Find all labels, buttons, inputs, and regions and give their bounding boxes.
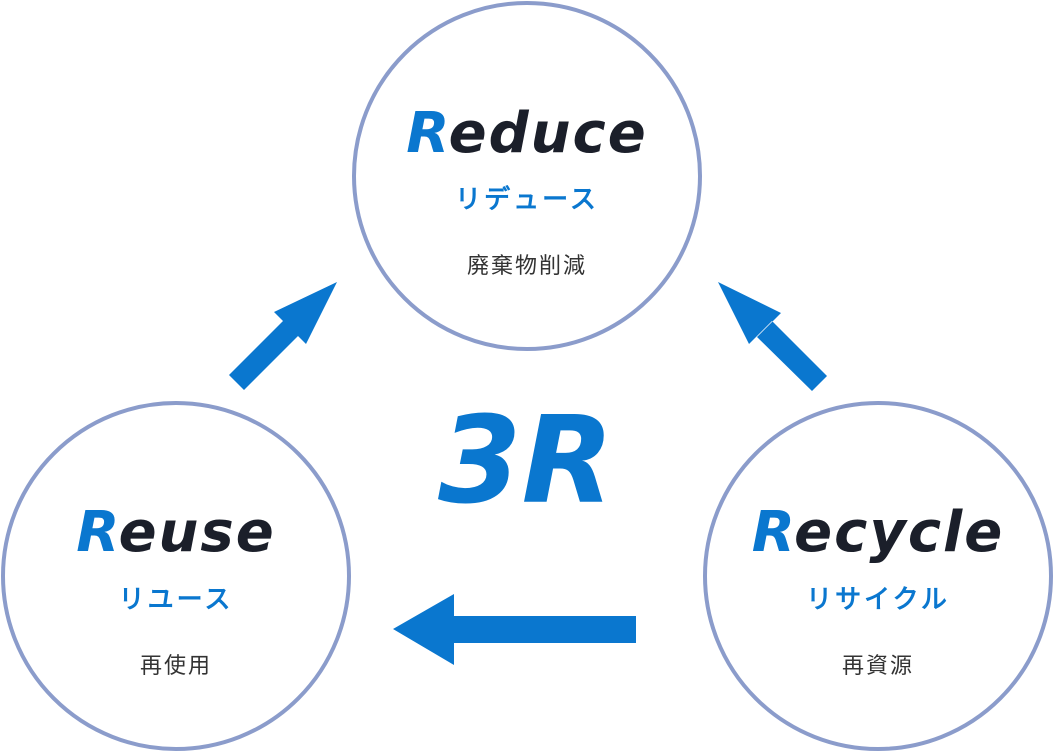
reuse-title: Reuse — [76, 500, 276, 565]
recycle-node: Recycle リサイクル 再資源 — [703, 401, 1053, 751]
arrow-recycle-to-reuse — [393, 594, 636, 665]
recycle-title: Recycle — [752, 500, 1004, 565]
reduce-circle — [352, 1, 702, 351]
recycle-kanji: 再資源 — [842, 654, 914, 679]
reuse-title-rest: euse — [119, 500, 276, 565]
reduce-node: Reduce リデュース 廃棄物削減 — [352, 1, 702, 351]
center-label-3r: 3R — [438, 392, 614, 531]
reduce-kana: リデュース — [455, 184, 599, 215]
recycle-circle — [703, 401, 1053, 751]
reuse-kanji: 再使用 — [140, 654, 212, 679]
reduce-title-rest: educe — [449, 101, 648, 166]
reuse-node: Reuse リユース 再使用 — [1, 401, 351, 751]
reduce-kanji: 廃棄物削減 — [467, 254, 587, 279]
reuse-title-initial: R — [76, 500, 118, 565]
recycle-title-initial: R — [752, 500, 794, 565]
reduce-title: Reduce — [406, 101, 647, 166]
recycle-kana: リサイクル — [806, 585, 950, 615]
reuse-circle — [1, 401, 351, 751]
reduce-title-initial: R — [406, 101, 448, 166]
arrow-reuse-to-reduce — [229, 282, 337, 390]
recycle-title-rest: ecycle — [794, 500, 1004, 565]
arrow-recycle-to-reduce — [718, 282, 827, 391]
reuse-kana: リユース — [119, 585, 234, 615]
